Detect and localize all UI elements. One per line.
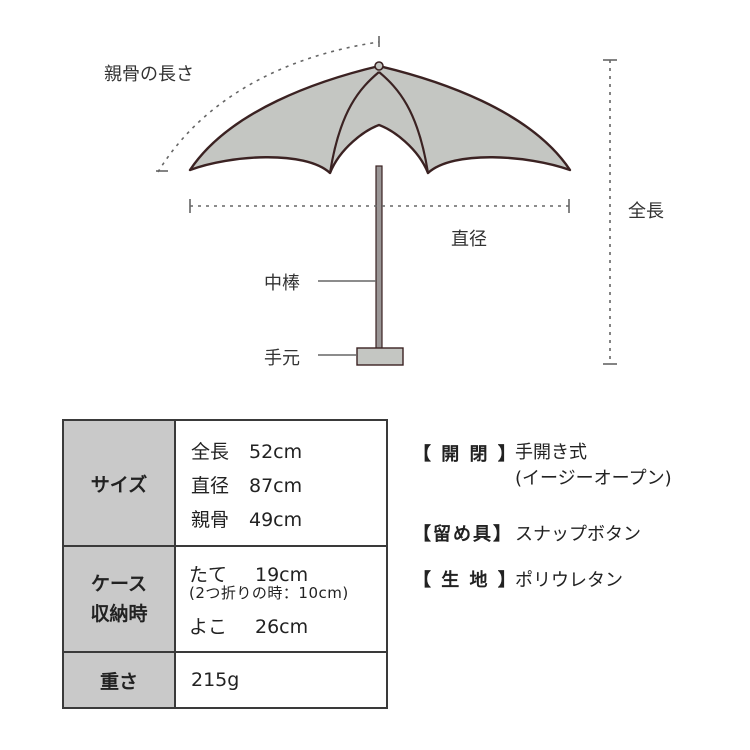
canopy xyxy=(188,64,572,175)
canopy-tip xyxy=(374,61,384,71)
table-row-weight: 重さ 215g xyxy=(62,651,388,709)
weight-value: 215g xyxy=(174,651,388,709)
spec-open-close: 【 開 閉 】 手開き式 (イージーオープン) xyxy=(413,440,672,492)
case-folded-note: (2つ折りの時：10cm) xyxy=(189,584,349,602)
rib-length-dimension xyxy=(157,41,380,173)
total-length-label: 全長 xyxy=(628,201,664,222)
shaft-label: 中棒 xyxy=(264,273,300,294)
spec-fabric: 【 生 地 】ポリウレタン xyxy=(413,566,623,592)
umbrella-illustration xyxy=(156,36,617,366)
size-header: サイズ xyxy=(62,419,176,547)
shaft xyxy=(375,165,383,351)
spec-fastener-value: スナップボタン xyxy=(515,524,641,545)
spec-fabric-value: ポリウレタン xyxy=(515,570,623,591)
umbrella-diagram: 親骨の長さ 全長 直径 中棒 手元 xyxy=(104,36,664,369)
canopy-seam-right xyxy=(378,71,430,174)
diameter-label: 直径 xyxy=(451,229,487,250)
spec-open-close-value: 手開き式 (イージーオープン) xyxy=(515,442,672,489)
weight-header: 重さ xyxy=(62,651,176,709)
rib-length-label: 親骨の長さ xyxy=(104,64,194,85)
spec-fastener-key: 【留め具】 xyxy=(413,524,513,545)
canopy-seam-left xyxy=(328,71,380,174)
handle xyxy=(356,347,404,366)
spec-fastener: 【留め具】スナップボタン xyxy=(413,520,641,546)
spec-open-close-key: 【 開 閉 】 xyxy=(413,444,518,465)
spec-fabric-key: 【 生 地 】 xyxy=(413,570,518,591)
handle-label: 手元 xyxy=(264,348,300,369)
case-header: ケース 収納時 xyxy=(62,545,176,653)
